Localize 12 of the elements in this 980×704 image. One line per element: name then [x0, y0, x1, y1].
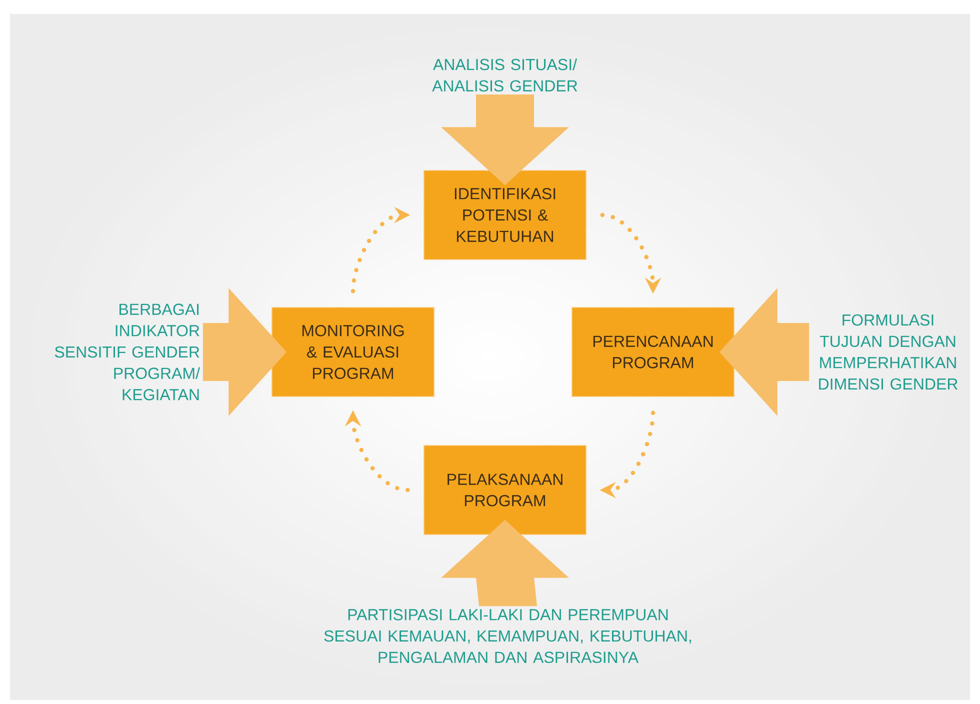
process-box: PERENCANAAN PROGRAM [572, 307, 734, 397]
process-box: PELAKSANAAN PROGRAM [424, 445, 586, 535]
input-label: BERBAGAI INDIKATOR SENSITIF GENDER PROGRAM/ KEGIATAN [54, 304, 200, 400]
block-arrow [441, 520, 569, 606]
block-arrow [719, 288, 810, 416]
block-arrow [202, 288, 287, 416]
process-box: MONITORING & EVALUASI PROGRAM [272, 307, 434, 397]
input-label: FORMULASI TUJUAN DENGAN MEMPERHATIKAN DIMENSI GENDER [819, 314, 958, 390]
input-label: PARTISIPASI LAKI-LAKI DAN PEREMPUAN SESUAI KEMAUAN, KEMAMPUAN, KEBUTUHAN, PENGALAMAN DAN ASPIRASINYA [324, 609, 692, 663]
input-label: ANALISIS SITUASI/ ANALISIS GENDER [432, 58, 578, 92]
block-arrow [441, 94, 569, 186]
process-box: IDENTIFIKASI POTENSI & KEBUTUHAN [424, 170, 586, 260]
